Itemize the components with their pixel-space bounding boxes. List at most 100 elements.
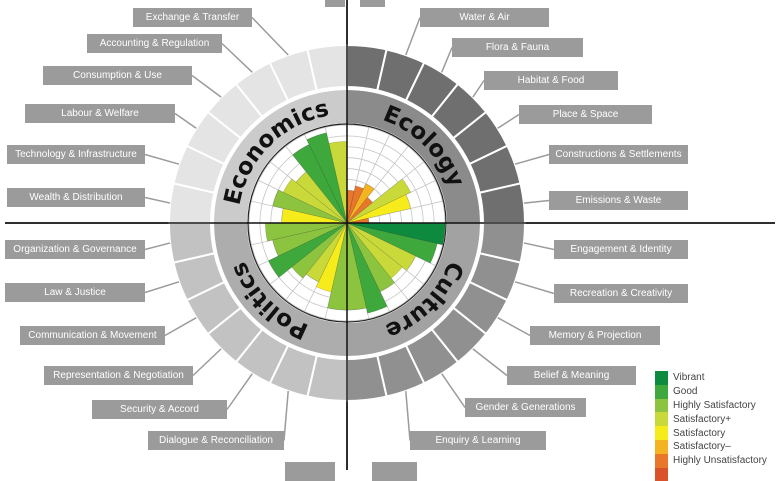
subdomain-label[interactable]: Communication & Movement xyxy=(20,326,165,345)
subdomain-label[interactable]: Labour & Welfare xyxy=(25,104,175,123)
bar-place-space xyxy=(346,178,412,224)
subdomain-label-cropped xyxy=(325,0,345,7)
connector-line xyxy=(523,199,550,204)
subdomain-label[interactable]: Gender & Generations xyxy=(465,398,586,417)
subdomain-label[interactable]: Constructions & Settlements xyxy=(549,145,688,164)
subdomain-label[interactable]: Representation & Negotiation xyxy=(44,366,193,385)
connector-line xyxy=(144,281,180,294)
subdomain-label[interactable]: Emissions & Waste xyxy=(549,191,688,210)
bar-constructions-settlements xyxy=(346,194,411,224)
legend-swatch xyxy=(655,412,668,427)
legend-swatch xyxy=(655,439,668,454)
connector-line xyxy=(226,373,253,410)
legend-swatch xyxy=(655,426,668,440)
chart-background xyxy=(347,125,445,223)
subdomain-label[interactable]: Technology & Infrastructure xyxy=(7,145,145,164)
subdomain-label[interactable]: Flora & Fauna xyxy=(452,38,583,57)
connector-line xyxy=(144,196,171,204)
subdomain-label-cropped xyxy=(360,0,385,7)
legend-swatch xyxy=(655,398,668,413)
legend-label: Vibrant xyxy=(673,372,705,384)
bar-technology-infrastructure xyxy=(272,189,348,224)
subdomain-label[interactable]: Law & Justice xyxy=(5,283,145,302)
connector-line xyxy=(472,80,485,98)
bar-law-justice xyxy=(272,222,348,257)
legend-item: Highly Satisfactory xyxy=(655,398,767,413)
legend-item: Satisfactory– xyxy=(655,439,767,454)
bar-gender-generations xyxy=(346,222,395,293)
connector-line xyxy=(283,390,289,441)
connector-line xyxy=(514,281,555,295)
legend-item: Good xyxy=(655,384,767,399)
bar-representation-negotiation xyxy=(291,222,348,279)
legend-label: Highly Unsatisfactory xyxy=(673,455,767,467)
subdomain-label[interactable]: Enquiry & Learning xyxy=(410,431,546,450)
connector-line xyxy=(144,242,171,251)
connector-line xyxy=(405,17,421,56)
bar-habitat-food xyxy=(346,197,373,224)
domain-ring xyxy=(347,90,480,223)
bar-communication-movement xyxy=(268,222,348,278)
connector-line xyxy=(144,153,180,165)
bar-flora-fauna xyxy=(346,183,375,224)
subdomain-label[interactable]: Engagement & Identity xyxy=(554,240,688,259)
legend-label: Good xyxy=(673,386,698,398)
connector-line xyxy=(405,390,411,441)
legend-swatch xyxy=(655,453,668,468)
connector-line xyxy=(523,242,555,251)
subdomain-label[interactable]: Consumption & Use xyxy=(43,66,192,85)
subdomain-label[interactable]: Habitat & Food xyxy=(484,71,618,90)
subdomain-label-cropped xyxy=(285,462,335,481)
domain-ring xyxy=(214,90,347,223)
connector-line xyxy=(251,16,289,56)
connector-line xyxy=(441,47,453,73)
legend-item: Highly Unsatisfactory xyxy=(655,453,767,468)
subdomain-label[interactable]: Wealth & Distribution xyxy=(7,188,145,207)
connector-line xyxy=(192,348,222,377)
connector-line xyxy=(164,317,197,337)
legend-label: Satisfactory xyxy=(673,427,726,439)
connector-line xyxy=(472,348,508,377)
subdomain-label[interactable]: Organization & Governance xyxy=(5,240,145,259)
subdomain-label[interactable]: Water & Air xyxy=(420,8,549,27)
legend-item: Vibrant xyxy=(655,371,767,385)
legend-swatch xyxy=(655,384,668,399)
connector-line xyxy=(441,373,466,408)
subdomain-label[interactable]: Security & Accord xyxy=(92,400,227,419)
domain-ring xyxy=(214,223,347,356)
bar-memory-projection xyxy=(346,222,417,271)
bar-consumption-use xyxy=(295,171,348,224)
legend-item: Satisfactory+ xyxy=(655,412,767,427)
bar-security-accord xyxy=(305,222,348,283)
connector-line xyxy=(221,42,253,73)
legend-label: Highly Satisfactory xyxy=(673,399,756,411)
legend-label: Satisfactory+ xyxy=(673,413,732,425)
connector-line xyxy=(497,113,520,129)
legend-item: Satisfactory xyxy=(655,426,767,440)
bar-exchange-transfer xyxy=(306,132,348,224)
connector-line xyxy=(497,317,531,337)
connector-line xyxy=(174,112,197,129)
subdomain-label[interactable]: Recreation & Creativity xyxy=(554,284,688,303)
bar-labour-welfare xyxy=(282,178,348,224)
bar-water-air xyxy=(346,185,364,224)
bar-dialogue-reconciliation xyxy=(315,222,348,293)
subdomain-label[interactable]: Place & Space xyxy=(519,105,652,124)
legend-swatch xyxy=(655,371,668,385)
legend-label: Satisfactory– xyxy=(673,441,731,453)
subdomain-label[interactable]: Dialogue & Reconciliation xyxy=(148,431,284,450)
domain-ecology xyxy=(346,43,527,224)
subdomain-label-cropped xyxy=(372,462,417,481)
subdomain-label[interactable]: Exchange & Transfer xyxy=(133,8,252,27)
bar-recreation-creativity xyxy=(346,222,438,264)
bar-accounting-regulation xyxy=(292,144,348,224)
connector-line xyxy=(514,153,550,165)
bar-enquiry-learning xyxy=(346,222,388,314)
subdomain-label[interactable]: Accounting & Regulation xyxy=(87,34,222,53)
domain-ring xyxy=(347,223,480,356)
subdomain-label[interactable]: Belief & Meaning xyxy=(507,366,636,385)
subdomain-label[interactable]: Memory & Projection xyxy=(530,326,660,345)
connector-line xyxy=(191,74,222,98)
